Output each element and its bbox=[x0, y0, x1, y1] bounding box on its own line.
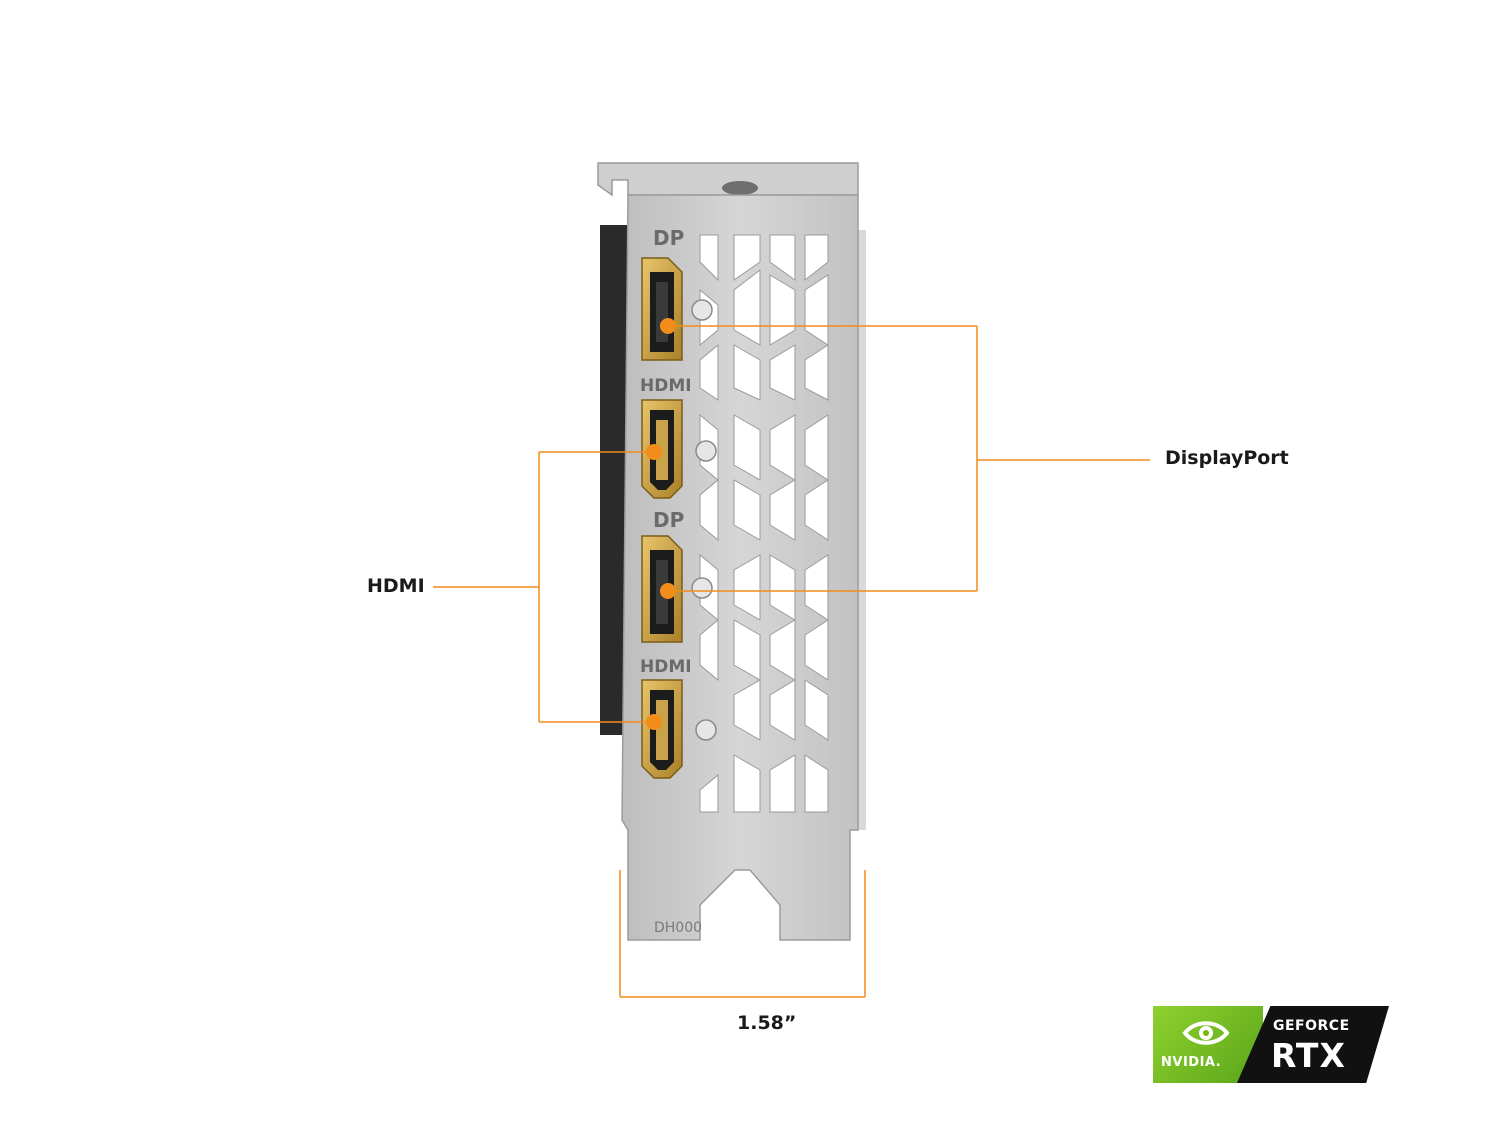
bracket-screw-slot bbox=[722, 181, 758, 195]
geforce-rtx-badge: NVIDIA. GEFORCE RTX bbox=[1153, 1006, 1389, 1083]
hdmi-callout-label: HDMI bbox=[367, 575, 425, 597]
geforce-text: GEFORCE bbox=[1273, 1018, 1350, 1034]
bracket-stamp: DH000 bbox=[654, 920, 702, 936]
nvidia-brand-text: NVIDIA. bbox=[1161, 1055, 1222, 1070]
displayport-callout-lines bbox=[668, 325, 1150, 592]
nvidia-eye-icon bbox=[1182, 1021, 1230, 1045]
bracket-top-lip bbox=[597, 162, 859, 197]
hdmi-port-1 bbox=[641, 399, 683, 499]
port-label-dp-1: DP bbox=[653, 226, 684, 250]
vent-grid bbox=[699, 234, 829, 813]
callout-dots bbox=[646, 318, 676, 730]
rtx-text: RTX bbox=[1271, 1036, 1346, 1075]
displayport-callout-label: DisplayPort bbox=[1165, 447, 1289, 469]
width-dimension-lines bbox=[619, 870, 866, 998]
displayport-port-1 bbox=[641, 257, 683, 361]
port-label-hdmi-1: HDMI bbox=[640, 376, 692, 396]
hdmi-callout-lines bbox=[433, 451, 654, 723]
port-label-dp-2: DP bbox=[653, 508, 684, 532]
hdmi-port-2 bbox=[641, 679, 683, 779]
port-label-hdmi-2: HDMI bbox=[640, 657, 692, 677]
screw-icons bbox=[691, 299, 717, 741]
width-dimension-label: 1.58” bbox=[737, 1012, 797, 1034]
